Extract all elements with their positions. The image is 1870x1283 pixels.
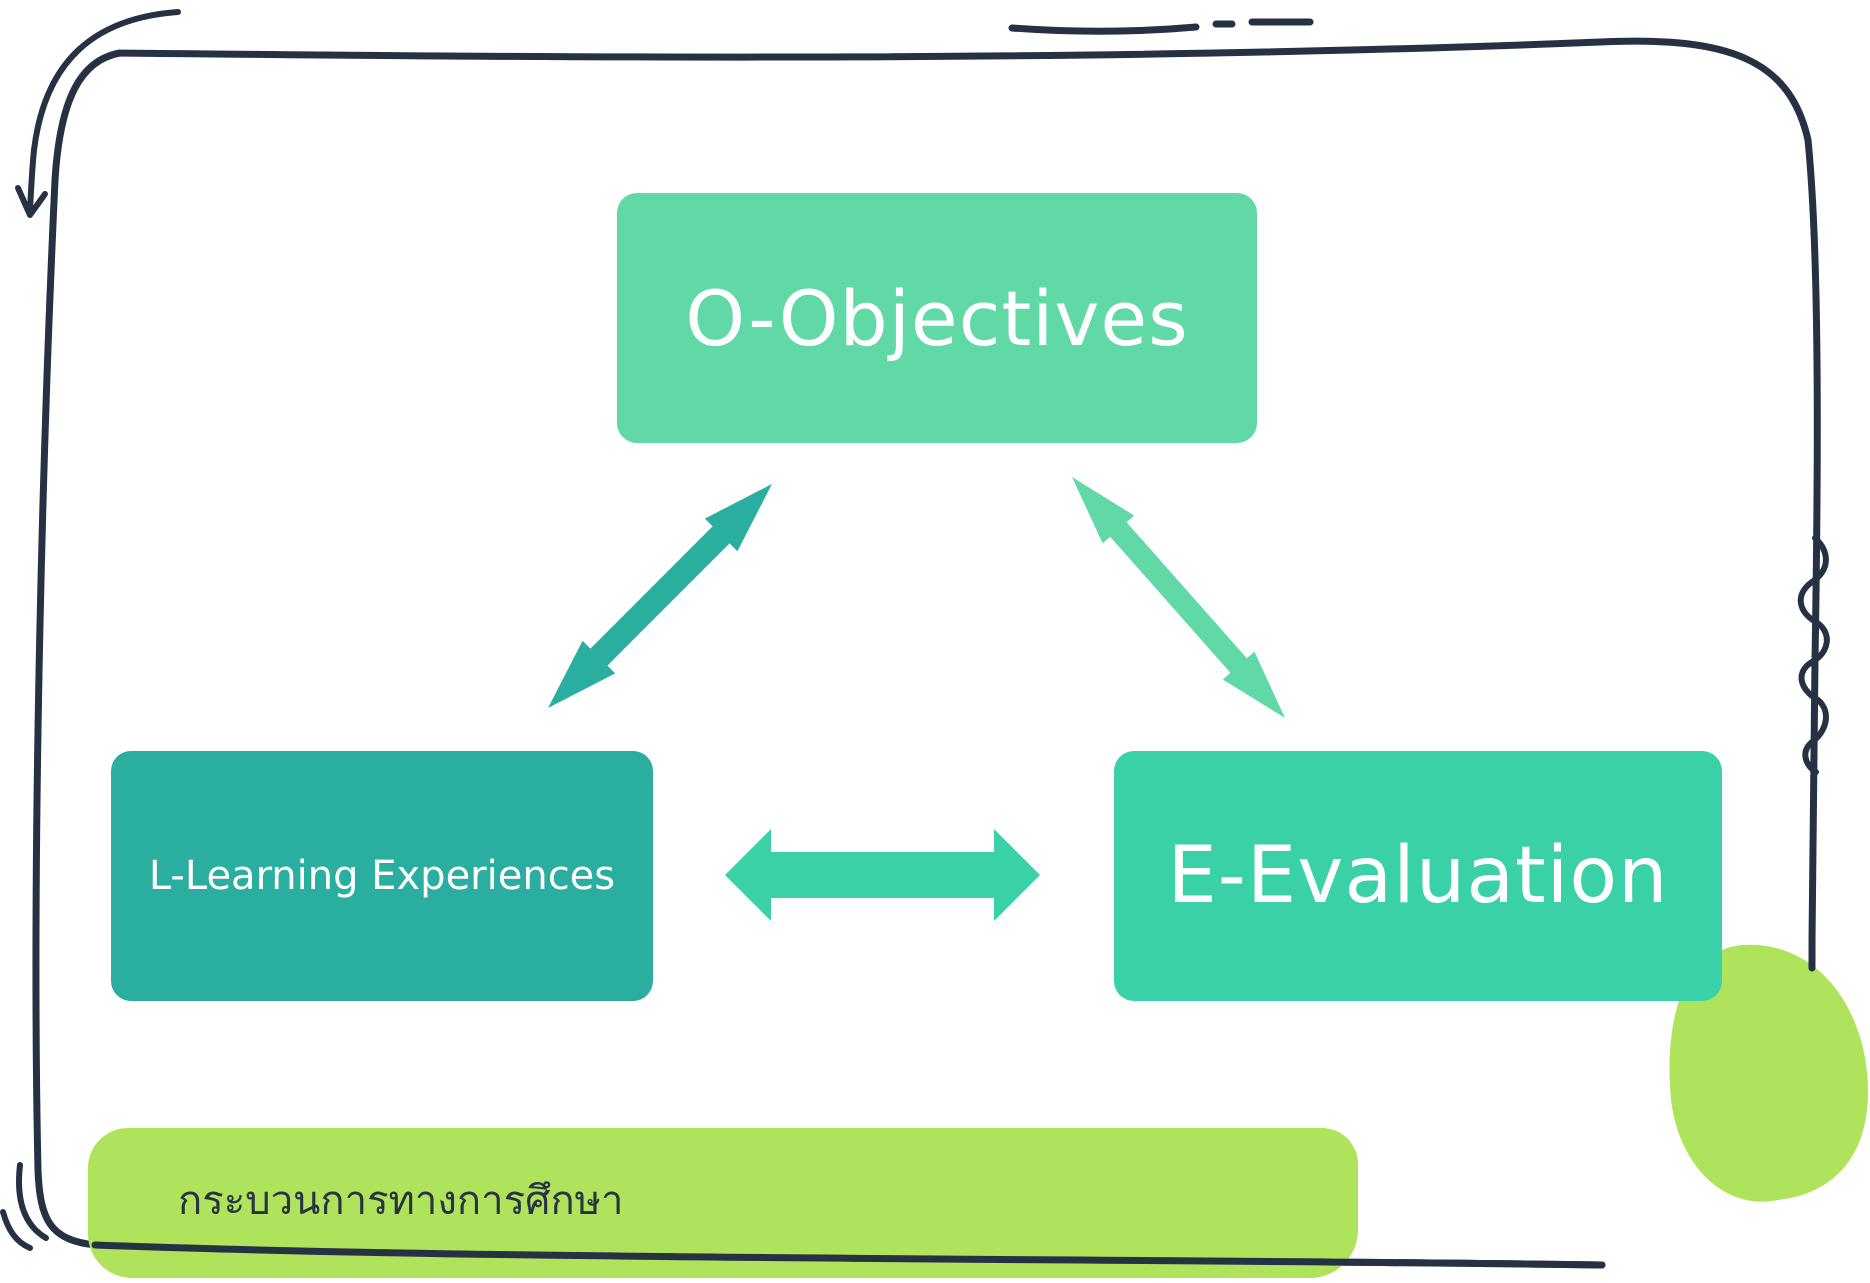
caption-text: กระบวนการทางการศึกษา: [178, 1178, 624, 1224]
objectives-label: O-Objectives: [685, 273, 1189, 363]
corner-tick-decoration: [0, 1162, 49, 1251]
lime-blob-decoration: [1669, 944, 1868, 1202]
arrow-objectives-learning: [548, 484, 772, 708]
arrow-objectives-evaluation: [1072, 477, 1285, 718]
frame-arrow-decoration: [15, 9, 181, 218]
evaluation-node: E-Evaluation: [1114, 751, 1722, 1001]
learning-experiences-node: L-Learning Experiences: [111, 751, 653, 1001]
objectives-node: O-Objectives: [617, 193, 1257, 443]
squiggle-decoration: [1797, 535, 1830, 775]
learning-experiences-label: L-Learning Experiences: [148, 853, 616, 899]
diagram-edges: [548, 477, 1285, 921]
arrow-learning-evaluation: [725, 829, 1040, 921]
top-dash-decoration: [1008, 18, 1314, 35]
evaluation-label: E-Evaluation: [1167, 831, 1669, 921]
